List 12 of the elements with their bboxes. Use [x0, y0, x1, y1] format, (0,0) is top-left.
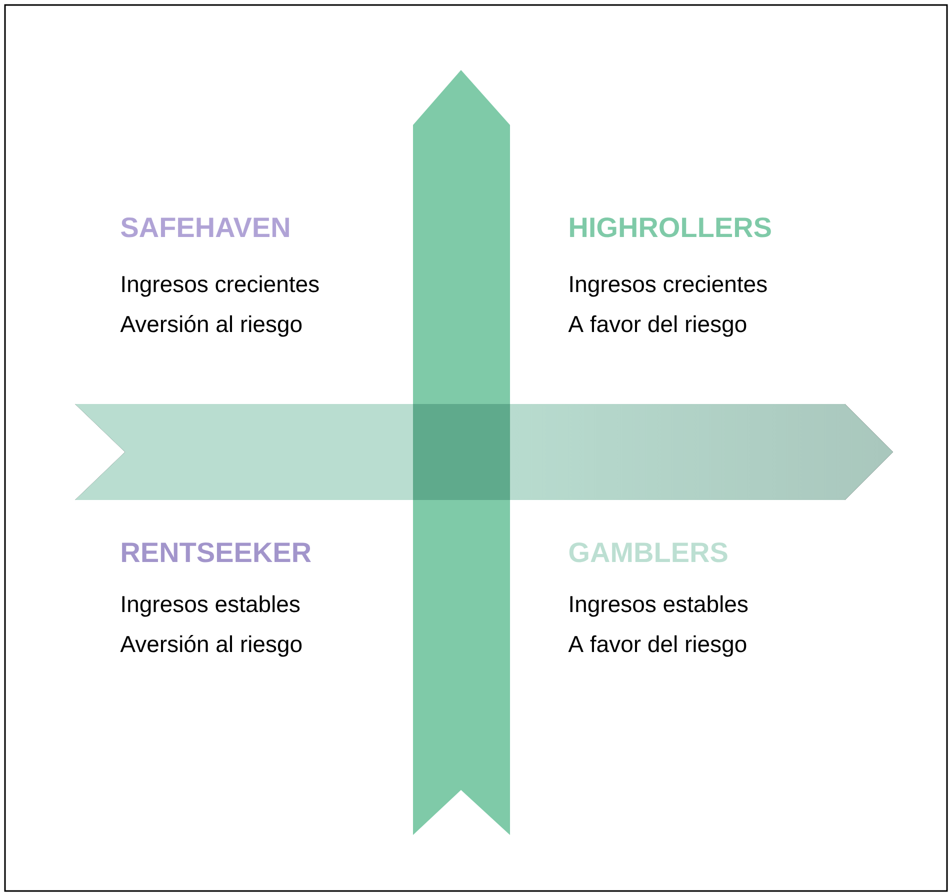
- quadrant-text: Ingresos crecientes: [122, 275, 319, 297]
- quadrant-heading: RENTSEEKER: [122, 542, 311, 562]
- quadrant-text: Ingresos estables: [122, 595, 300, 617]
- quadrant-text: A favor del riesgo: [568, 635, 746, 657]
- quadrant-text: Ingresos estables: [570, 595, 748, 617]
- quadrant-text: A favor del riesgo: [568, 315, 746, 337]
- quadrant-text: Aversión al riesgo: [120, 635, 302, 657]
- quadrant-text: Ingresos crecientes: [570, 275, 767, 297]
- quadrant-heading: SAFEHAVEN: [121, 217, 289, 238]
- quadrant-heading: HIGHROLLERS: [570, 217, 771, 238]
- quadrant-text: Aversión al riesgo: [120, 315, 302, 337]
- quadrant-heading: GAMBLERS: [569, 542, 728, 562]
